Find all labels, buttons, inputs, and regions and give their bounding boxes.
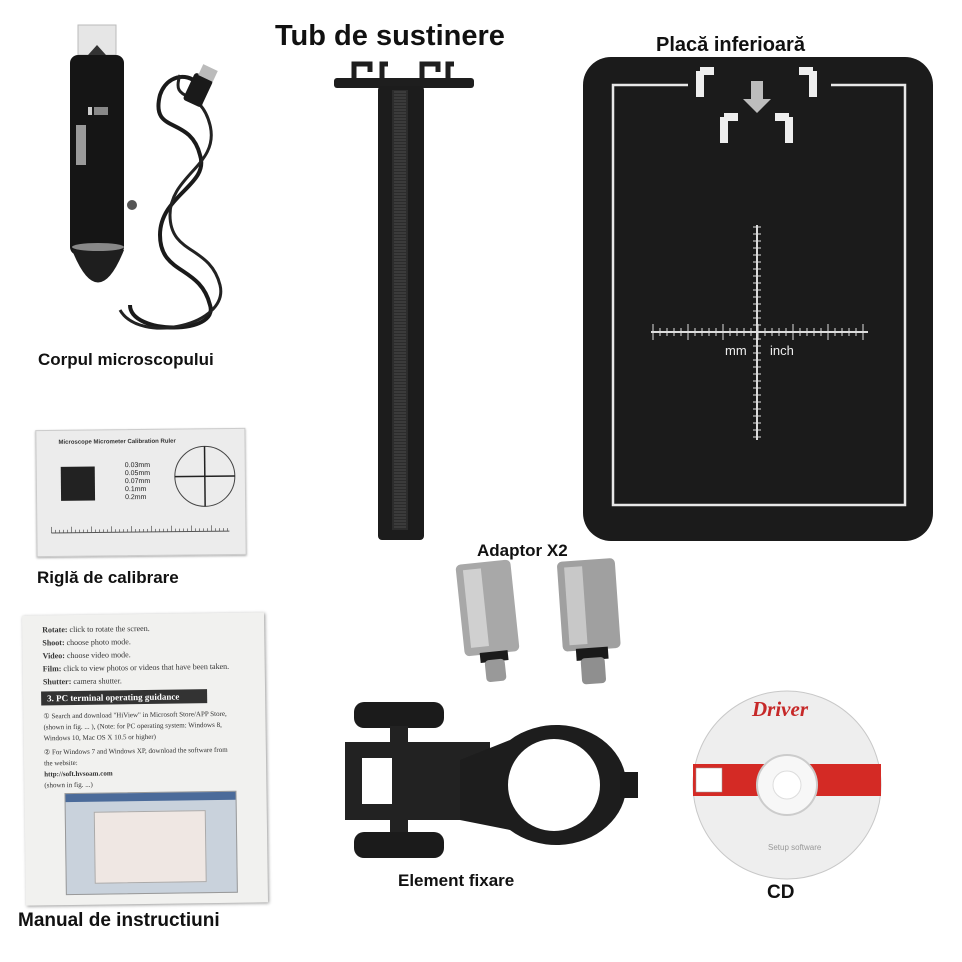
manual-text: choose video mode.	[64, 650, 131, 661]
mount-label: Element fixare	[398, 871, 515, 890]
tube-label: Tub de sustinere	[275, 20, 505, 52]
manual-key: Shoot:	[42, 638, 65, 648]
microscope-body	[70, 24, 223, 330]
phone-mount	[345, 702, 638, 858]
manual-text: click to rotate the screen.	[67, 623, 150, 635]
manual-key: Shutter:	[42, 677, 72, 687]
ruler-label: Riglă de calibrare	[37, 568, 179, 587]
manual-label: Manual de instructiuni	[18, 910, 220, 931]
body-label: Corpul microscopului	[38, 350, 214, 369]
calibration-value: 0.2mm	[125, 493, 147, 502]
manual-key: Rotate:	[42, 625, 68, 635]
driver-cd	[692, 690, 882, 880]
manual-key: Film:	[42, 664, 62, 674]
cd-label: CD	[767, 882, 795, 903]
manual-screenshot	[64, 790, 238, 896]
calibration-card-title: Microscope Micrometer Calibration Ruler	[58, 438, 176, 446]
cd-title: Driver	[752, 697, 808, 721]
calibration-square	[60, 466, 96, 501]
cd-subtitle: Setup software	[768, 843, 822, 852]
calibration-card: Microscope Micrometer Calibration Ruler …	[35, 427, 247, 558]
calibration-value: 0.05mm	[124, 469, 151, 478]
manual-step: Windows 10, Mac OS X 10.5 or higher)	[43, 732, 157, 743]
calibration-scale	[51, 525, 230, 534]
otg-adaptor-left	[455, 559, 520, 683]
adaptor-label: Adaptor X2	[477, 541, 568, 560]
calibration-value: 0.1mm	[124, 485, 147, 494]
manual-text: camera shutter.	[71, 676, 122, 687]
manual-section-title: 3. PC terminal operating guidance	[41, 689, 208, 706]
plate-label: Placă inferioară	[656, 34, 805, 56]
otg-adaptor-right	[557, 558, 621, 685]
base-plate	[583, 57, 933, 541]
plate-mm-mark: mm	[725, 343, 747, 358]
instruction-manual: Rotate: click to rotate the screen. Shoo…	[21, 612, 269, 906]
plate-inch-mark: inch	[770, 343, 794, 358]
manual-key: Video:	[42, 651, 65, 661]
calibration-values: 0.03mm 0.05mm 0.07mm 0.1mm 0.2mm	[125, 462, 151, 502]
manual-text: click to view photos or videos that have…	[61, 661, 230, 674]
calibration-value: 0.07mm	[124, 477, 151, 486]
calibration-value: 0.03mm	[124, 461, 151, 470]
calibration-target	[174, 445, 236, 507]
manual-step: (shown in fig. ...)	[44, 780, 93, 790]
support-tube	[334, 61, 474, 540]
manual-text: choose photo mode.	[64, 637, 131, 648]
